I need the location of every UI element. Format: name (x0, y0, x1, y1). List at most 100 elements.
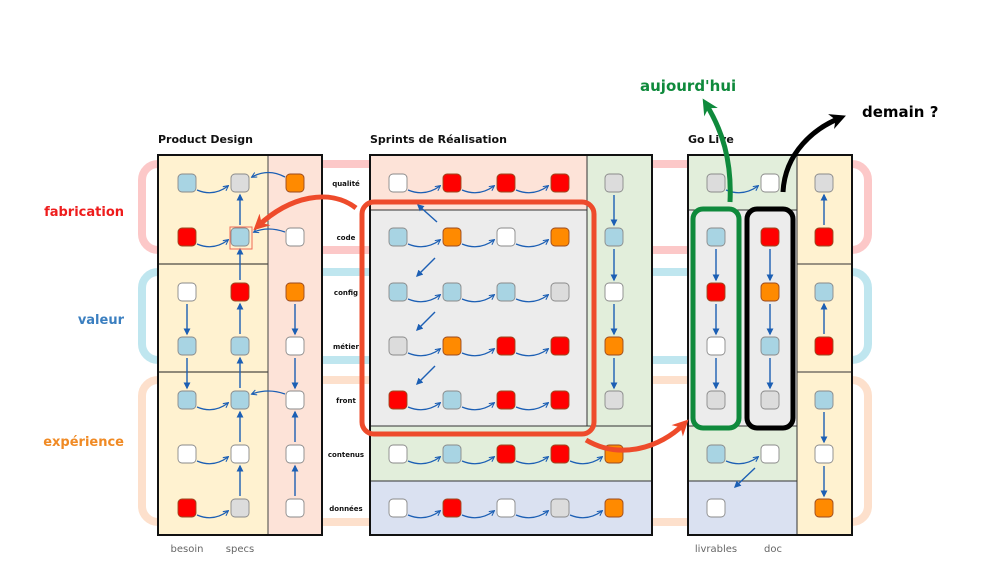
flow-arrow (461, 186, 494, 194)
product-design-box-données-0 (177, 498, 197, 518)
go-live-box-front-0 (706, 390, 726, 410)
flow-arrow (196, 240, 228, 248)
flow-arrow (515, 186, 548, 194)
flow-arrow (515, 457, 548, 465)
row-label-1: code (337, 234, 356, 242)
annotation-tomorrow: demain ? (862, 103, 938, 121)
sprints-box-front-4 (604, 390, 624, 410)
product-design-box-données-1 (230, 498, 250, 518)
footer-doc: doc (764, 544, 782, 555)
sprints-box-code-1 (442, 227, 462, 247)
sprints-box-code-3 (550, 227, 570, 247)
row-label-2: config (334, 289, 358, 297)
flow-arrow (416, 311, 436, 331)
product-design-box-contenus-0 (177, 444, 197, 464)
flow-arrow (407, 403, 440, 411)
product-design-box-code-1 (230, 227, 250, 247)
sprints-box-qualité-0 (388, 173, 408, 193)
product-design-box-qualité-0 (177, 173, 197, 193)
panel-title-product-design: Product Design (158, 133, 253, 146)
flow-arrow (252, 171, 286, 178)
product-design-box-config-2 (285, 282, 305, 302)
go-live-box-config-0 (706, 282, 726, 302)
go-live-box-front-2 (814, 390, 834, 410)
go-live-box-contenus-0 (706, 444, 726, 464)
sprints-box-config-4 (604, 282, 624, 302)
go-live-box-contenus-1 (760, 444, 780, 464)
sprints-box-config-1 (442, 282, 462, 302)
flow-arrow (407, 295, 440, 303)
product-design-box-config-1 (230, 282, 250, 302)
sprints-box-contenus-1 (442, 444, 462, 464)
sprints-box-qualité-1 (442, 173, 462, 193)
sprints-box-config-2 (496, 282, 516, 302)
domain-label-experience: expérience (43, 435, 124, 450)
go-live-flow-arrows (712, 186, 828, 498)
go-live-box-qualité-0 (706, 173, 726, 193)
sprints-box-front-2 (496, 390, 516, 410)
sprints-box-front-1 (442, 390, 462, 410)
sprints-box-métier-2 (496, 336, 516, 356)
sprints-box-contenus-3 (550, 444, 570, 464)
flow-arrow (461, 349, 494, 357)
flow-arrow (515, 511, 548, 519)
flow-arrow (196, 511, 228, 519)
product-design-box-code-2 (285, 227, 305, 247)
flow-arrow (196, 186, 228, 194)
flow-arrow (407, 349, 440, 357)
release-arrow-to-go-live (584, 419, 689, 453)
sprints-box-données-1 (442, 498, 462, 518)
sprints-box-métier-4 (604, 336, 624, 356)
flow-arrow (733, 467, 756, 488)
go-live-box-qualité-1 (760, 173, 780, 193)
livrables-highlight (690, 206, 742, 431)
sprint-loop-highlight (359, 199, 597, 437)
flow-arrow (461, 511, 494, 519)
flow-arrow (515, 295, 548, 303)
flow-arrow (407, 457, 440, 465)
annotation-today: aujourd'hui (640, 77, 736, 95)
go-live-box-données-0 (706, 498, 726, 518)
flow-arrow (252, 391, 286, 394)
flow-arrow (515, 349, 548, 357)
go-live-box-front-1 (760, 390, 780, 410)
footer-livrables: livrables (695, 544, 737, 555)
footer-specs: specs (226, 544, 254, 555)
sprints-box-code-2 (496, 227, 516, 247)
row-label-0: qualité (332, 180, 360, 188)
sprints-box-contenus-0 (388, 444, 408, 464)
row-label-6: données (329, 505, 362, 513)
flow-arrow (196, 403, 228, 411)
sprints-box-métier-0 (388, 336, 408, 356)
panel-title-go-live: Go Live (688, 133, 734, 146)
row-label-3: métier (333, 343, 360, 351)
go-live-box-qualité-2 (814, 173, 834, 193)
row-label-5: contenus (328, 451, 364, 459)
flow-arrow (416, 257, 436, 277)
sprints-box-front-0 (388, 390, 408, 410)
product-design-box-code-0 (177, 227, 197, 247)
sprints-flow-arrows (407, 186, 618, 519)
product-design-box-qualité-1 (230, 173, 250, 193)
go-live-box-métier-0 (706, 336, 726, 356)
product-design-flow-arrows (183, 171, 299, 519)
product-design-box-données-2 (285, 498, 305, 518)
product-design-box-contenus-1 (230, 444, 250, 464)
flow-arrow (515, 403, 548, 411)
sprints-box-code-0 (388, 227, 408, 247)
sprints-box-qualité-3 (550, 173, 570, 193)
panel-sprints: Sprints de Réalisation (369, 133, 653, 536)
flow-arrow (416, 204, 438, 223)
flow-arrow (461, 295, 494, 303)
go-live-box-code-0 (706, 227, 726, 247)
flow-arrow (407, 511, 440, 519)
sprints-box-front-3 (550, 390, 570, 410)
sprints-box-métier-1 (442, 336, 462, 356)
sprints-box-qualité-2 (496, 173, 516, 193)
feedback-arrow-to-product-design (253, 194, 358, 231)
sprints-box-métier-3 (550, 336, 570, 356)
domain-label-valeur: valeur (78, 313, 125, 328)
row-label-4: front (336, 397, 356, 405)
today-arrow (702, 98, 733, 203)
